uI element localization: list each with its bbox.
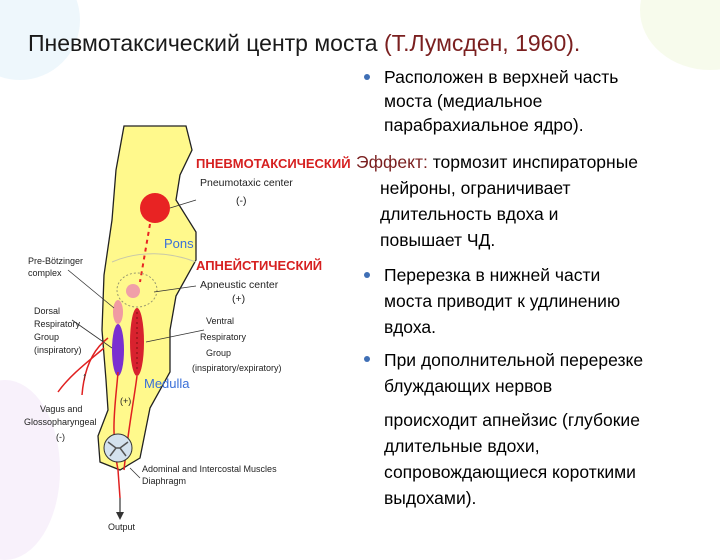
vagus-pathway [81,337,109,396]
bullet-dot [364,356,370,362]
effect-line-4: повышает ЧД. [380,230,496,250]
vagus-pathway [57,347,105,393]
pneumotaxic-ru-label: ПНЕВМОТАКСИЧЕСКИЙ [196,156,351,171]
bullet-3-line-6: выдохами). [384,488,477,508]
bullet-2-line-3: вдоха. [384,317,436,337]
drg-label-1: Dorsal [34,306,60,316]
effect-line-1: Эффект: тормозит инспираторные [356,151,638,175]
drg-label-4: (inspiratory) [34,345,82,355]
pre-botzinger-label-1: Pre-Bötzinger [28,256,83,266]
title-citation: (Т.Лумсден, 1960). [383,30,581,56]
apneustic-node [126,284,140,298]
vrg-label-3: Group [206,348,231,358]
pneumotaxic-en-label: Pneumotaxic center [200,177,293,189]
apneustic-en-label: Apneustic center [200,279,279,291]
output-arrowhead [116,512,124,520]
efferent-pathway [113,371,121,499]
brainstem-shape [97,125,197,471]
plus-mark: (+) [120,396,131,406]
afferent-arrow-mark: ↑ [82,371,87,383]
vrg-label-2: Respiratory [200,332,247,342]
respiratory-centers-diagram: ПНЕВМОТАКСИЧЕСКИЙ Pneumotaxic center (-)… [24,125,351,532]
muscles-label-2: Diaphragm [142,476,186,486]
bullet-2-line-2: моста приводит к удлинению [384,291,621,311]
drg-label-2: Respiratory [34,319,81,329]
pre-botzinger-node [113,300,123,324]
output-label: Output [108,522,136,532]
pons-border [111,253,197,263]
bullet-1-line-2: моста (медиальное [384,91,543,111]
pathway-dashed [139,223,151,283]
effect-line-3: длительность вдоха и [380,204,559,224]
bullet-3-line-1: При дополнительной перерезке [384,350,644,370]
spinal-grey-matter [107,441,129,457]
bullet-3-line-5: сопровождающиеся короткими [384,462,636,482]
muscles-label-1: Adominal and Intercostal Muscles [142,464,277,474]
vagus-label-2: Glossopharyngeal [24,417,97,427]
effect-label: Эффект: [356,152,428,172]
drg-label-3: Group [34,332,59,342]
apneustic-sign: (+) [232,293,245,305]
pre-botzinger-label-2: complex [28,268,62,278]
pneumotaxic-sign: (-) [236,195,247,207]
apneustic-region [116,272,158,308]
vrg-label-1: Ventral [206,316,234,326]
drg-node [112,324,124,376]
title-main: Пневмотаксический центр моста [28,30,384,56]
vrg-label-4: (inspiratory/expiratory) [192,363,282,373]
bullet-dot [364,74,370,80]
bullet-dot [364,272,370,278]
medulla-label: Medulla [144,376,190,391]
vagus-label-1: Vagus and [40,404,82,414]
leader-lines [67,199,205,479]
apneustic-ru-label: АПНЕЙСТИЧЕСКИЙ [196,258,322,273]
bullet-3-line-4: длительные вдохи, [384,436,540,456]
bullet-1-line-1: Расположен в верхней часть [384,67,619,87]
slide-title: Пневмотаксический центр моста (Т.Лумсден… [28,30,580,57]
bullet-3-line-3: происходит апнейзис (глубокие [384,410,640,430]
pons-label: Pons [164,236,194,251]
effect-first: тормозит инспираторные [427,152,639,172]
bullet-3-line-2: блуждающих нервов [384,376,553,396]
effect-line-2: нейроны, ограничивает [380,178,571,198]
vagus-label-3: (-) [56,432,65,442]
bullet-2-line-1: Перерезка в нижней части [384,265,601,285]
bullet-1-line-3: парабрахиальное ядро). [384,115,584,135]
pneumotaxic-node [140,193,170,223]
